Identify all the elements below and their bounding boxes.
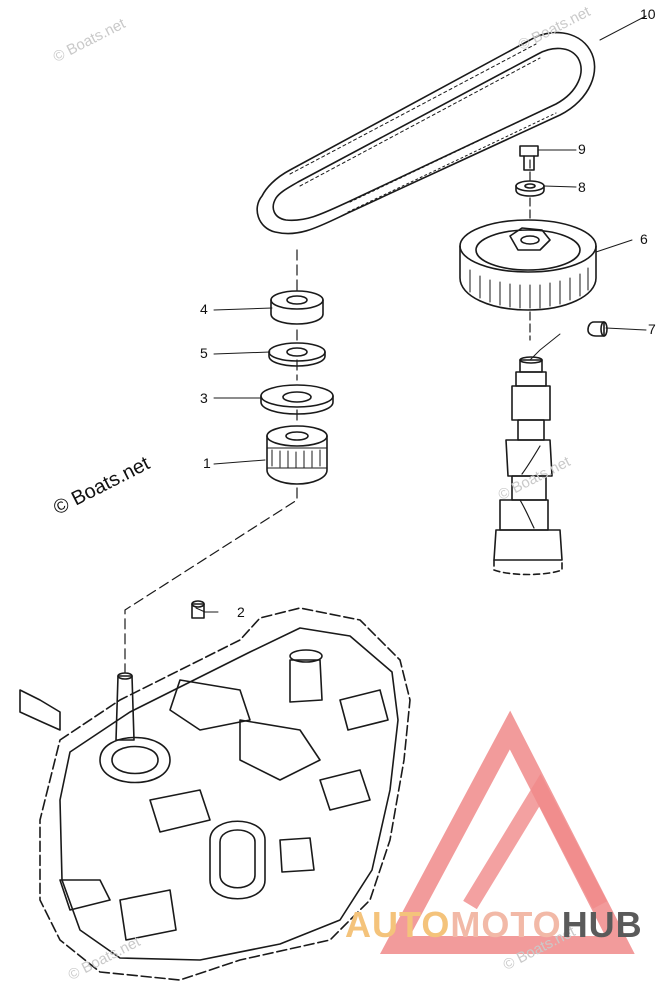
callout-7: 7 — [648, 321, 656, 337]
cam-pulley — [459, 219, 597, 311]
callout-5: 5 — [200, 345, 208, 361]
callout-6: 6 — [640, 231, 648, 247]
leader-lines — [195, 15, 647, 613]
brand-part-hub: HUB — [561, 904, 643, 945]
callout-10: 10 — [640, 6, 656, 22]
brand-wordmark: AUTOMOTOHUB — [345, 904, 643, 946]
callout-8: 8 — [578, 179, 586, 195]
camshaft — [493, 356, 563, 576]
brand-part-auto: AUTO — [345, 904, 451, 945]
engine-block — [19, 607, 411, 981]
callout-1: 1 — [203, 455, 211, 471]
bolt — [519, 145, 539, 171]
timing-belt — [256, 31, 596, 235]
brand-part-moto: MOTO — [450, 904, 562, 945]
nut — [270, 290, 324, 325]
callout-2: 2 — [237, 604, 245, 620]
callout-3: 3 — [200, 390, 208, 406]
plate — [260, 384, 334, 415]
dowel-pin — [191, 600, 205, 619]
axis-line-left — [124, 249, 298, 673]
callout-4: 4 — [200, 301, 208, 317]
woodruff-key — [587, 321, 608, 337]
callout-9: 9 — [578, 141, 586, 157]
crank-pulley — [266, 425, 328, 485]
small-washer — [515, 180, 545, 197]
brand-logo-icon — [379, 710, 635, 954]
